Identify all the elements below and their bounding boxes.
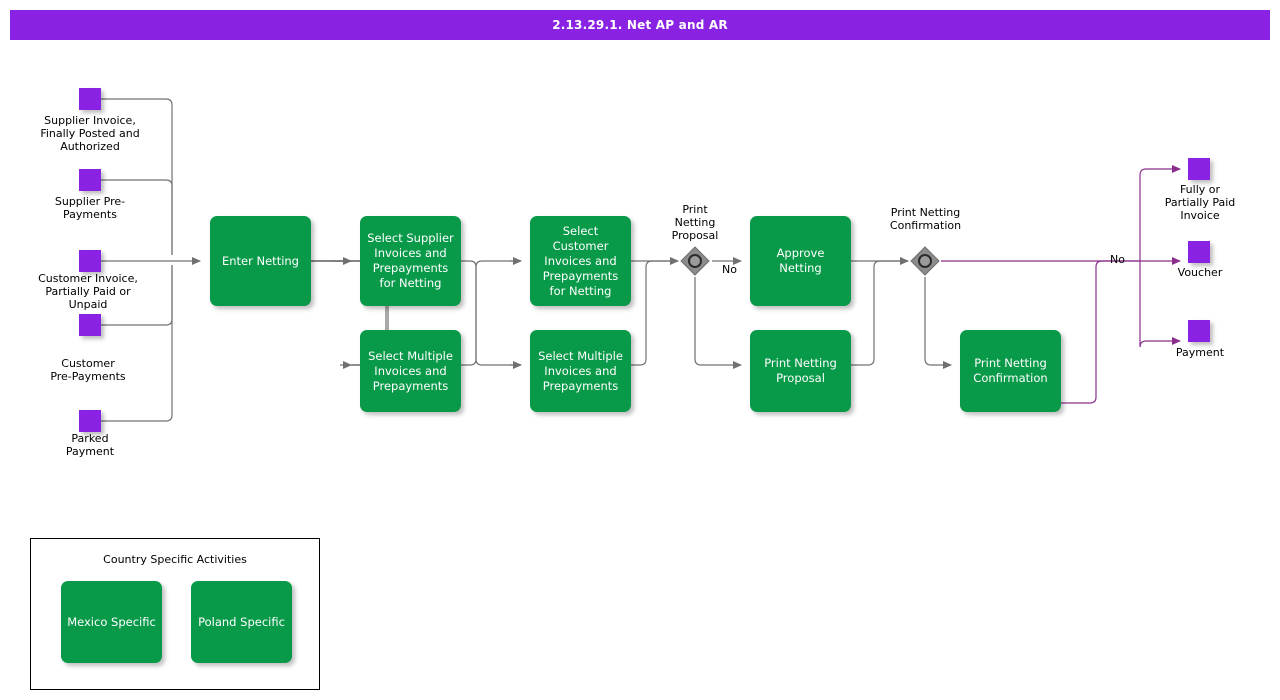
end-event-payment-label: Payment — [1175, 346, 1225, 359]
start-event-customer-invoice-label: Customer Invoice, Partially Paid or Unpa… — [38, 272, 138, 311]
start-event-parked-payment[interactable] — [79, 410, 101, 432]
task-print-netting-proposal[interactable]: Print Netting Proposal — [750, 330, 851, 412]
end-event-payment[interactable] — [1188, 320, 1210, 342]
start-event-customer-prepayments[interactable] — [79, 314, 101, 336]
inclusive-gateway-icon — [680, 246, 710, 276]
task-select-customer-invoices-label: Select Customer Invoices and Prepayments… — [542, 223, 619, 298]
task-poland-specific[interactable]: Poland Specific — [191, 581, 292, 663]
gateway-print-netting-confirmation-label: Print Netting Confirmation — [889, 206, 962, 232]
page-title: 2.13.29.1. Net AP and AR — [552, 18, 728, 32]
country-specific-activities-group: Country Specific Activities Mexico Speci… — [30, 538, 320, 690]
page-title-bar: 2.13.29.1. Net AP and AR — [10, 10, 1270, 40]
end-event-voucher[interactable] — [1188, 241, 1210, 263]
task-print-netting-confirmation[interactable]: Print Netting Confirmation — [960, 330, 1061, 412]
task-select-customer-invoices[interactable]: Select Customer Invoices and Prepayments… — [530, 216, 631, 306]
end-event-fully-or-partially-paid-invoice[interactable] — [1188, 158, 1210, 180]
gateway-print-netting-proposal[interactable] — [680, 246, 710, 276]
task-select-supplier-invoices-label: Select Supplier Invoices and Prepayments… — [367, 231, 454, 290]
country-specific-activities-title: Country Specific Activities — [103, 553, 247, 566]
end-event-voucher-label: Voucher — [1177, 266, 1223, 279]
task-mexico-specific-label: Mexico Specific — [67, 614, 156, 629]
end-event-fully-or-partially-paid-invoice-label: Fully or Partially Paid Invoice — [1164, 183, 1236, 222]
task-select-supplier-invoices[interactable]: Select Supplier Invoices and Prepayments… — [360, 216, 461, 306]
task-print-netting-proposal-label: Print Netting Proposal — [764, 356, 837, 385]
task-print-netting-confirmation-label: Print Netting Confirmation — [973, 356, 1048, 385]
task-approve-netting[interactable]: Approve Netting — [750, 216, 851, 306]
task-enter-netting[interactable]: Enter Netting — [210, 216, 311, 306]
edge-label-no-proposal: No — [722, 263, 737, 276]
start-event-customer-invoice[interactable] — [79, 250, 101, 272]
start-event-customer-prepayments-label: Customer Pre-Payments — [50, 357, 126, 383]
task-enter-netting-label: Enter Netting — [221, 253, 299, 268]
task-select-multiple-invoices-1[interactable]: Select Multiple Invoices and Prepayments — [360, 330, 461, 412]
start-event-supplier-invoice-label: Supplier Invoice, Finally Posted and Aut… — [40, 114, 140, 153]
task-select-multiple-invoices-2-label: Select Multiple Invoices and Prepayments — [538, 348, 623, 393]
inclusive-gateway-icon — [910, 246, 940, 276]
task-approve-netting-label: Approve Netting — [776, 246, 825, 275]
start-event-parked-payment-label: Parked Payment — [65, 432, 115, 458]
start-event-supplier-invoice[interactable] — [79, 88, 101, 110]
gateway-print-netting-proposal-label: Print Netting Proposal — [671, 203, 719, 242]
start-event-supplier-prepayments-label: Supplier Pre- Payments — [54, 195, 126, 221]
start-event-supplier-prepayments[interactable] — [79, 169, 101, 191]
task-poland-specific-label: Poland Specific — [198, 614, 285, 629]
edge-label-no-confirmation: No — [1110, 253, 1125, 266]
task-select-multiple-invoices-1-label: Select Multiple Invoices and Prepayments — [368, 348, 453, 393]
gateway-print-netting-confirmation[interactable] — [910, 246, 940, 276]
task-mexico-specific[interactable]: Mexico Specific — [61, 581, 162, 663]
task-select-multiple-invoices-2[interactable]: Select Multiple Invoices and Prepayments — [530, 330, 631, 412]
